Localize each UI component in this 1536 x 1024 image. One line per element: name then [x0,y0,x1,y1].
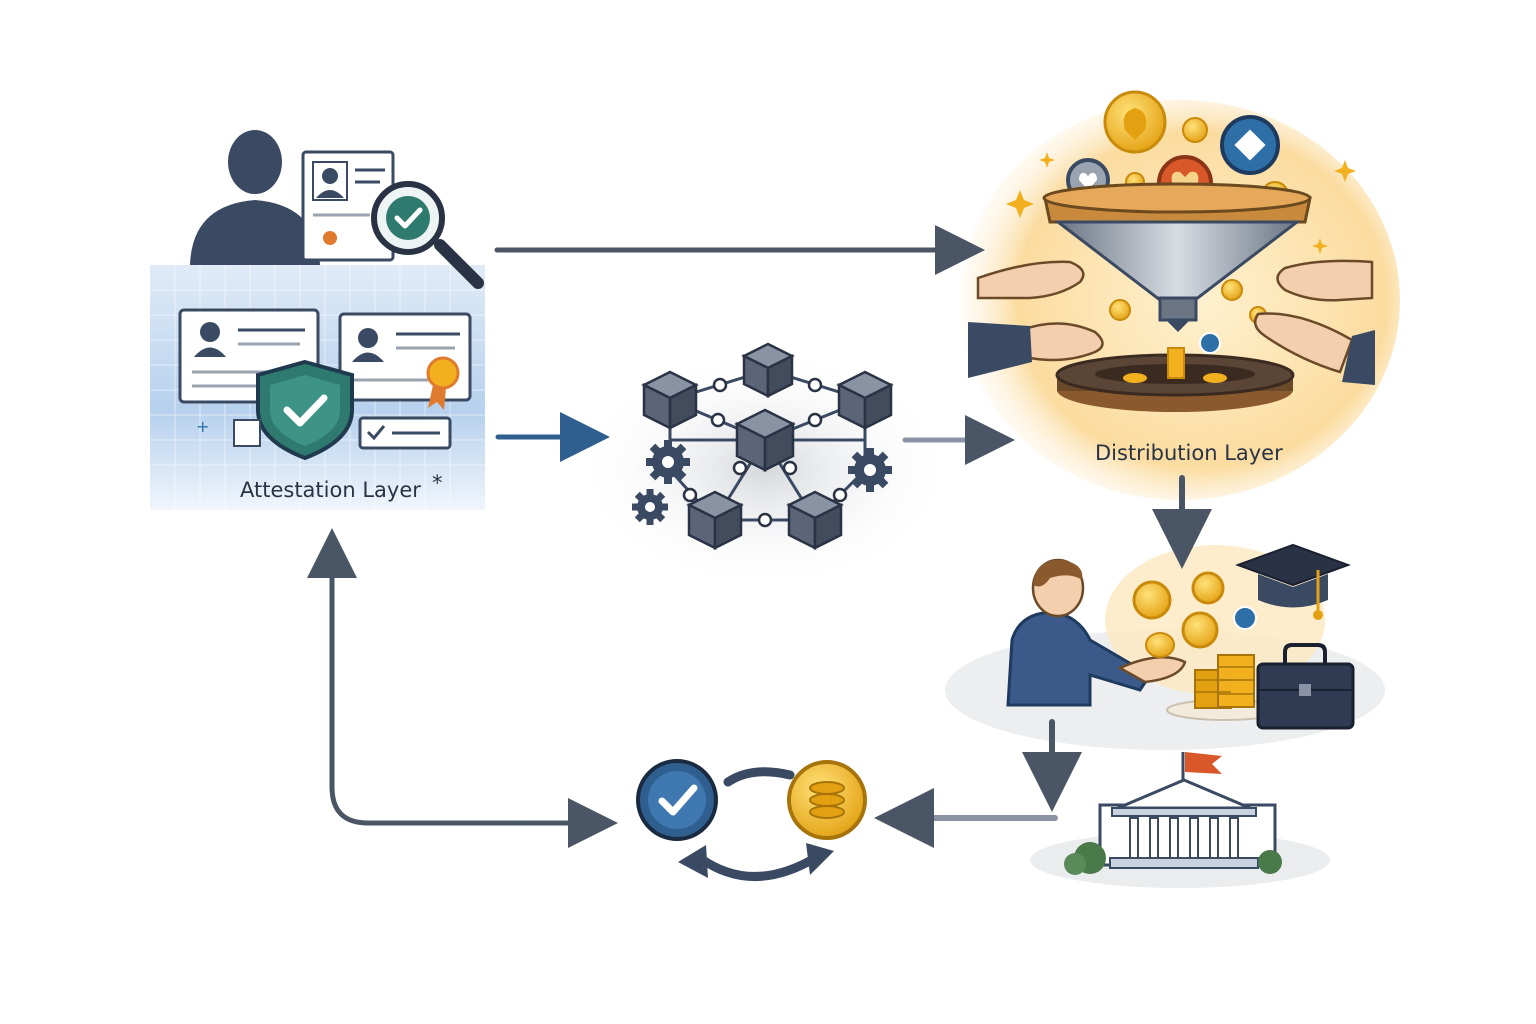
coin-icon [787,760,867,840]
magnifier-check-icon [371,181,484,289]
sparkle-icon [1006,152,1356,254]
sparkle-icon: + [196,417,209,436]
blockchain-network [575,342,955,590]
award-ribbon-icon [426,356,460,410]
funnel-icon [1042,182,1312,332]
person-silhouette-icon [190,130,320,265]
attestation-label: Attestation Layer [240,478,421,502]
small-square-icon [233,419,261,447]
attestation-node: + Attestation Layer * [150,130,485,510]
shield-check-icon [256,359,354,461]
distribution-node: Distribution Layer [960,90,1400,500]
government-building-icon [1030,752,1330,888]
cycle-node [636,759,867,881]
person-icon [1006,558,1187,707]
flow-arrows [307,225,1212,848]
check-badge-icon [636,759,718,841]
cycle-arrows-icon [695,767,820,881]
distribution-label: Distribution Layer [1095,441,1283,465]
sleeve-icon [968,322,1375,385]
attestation-marker: * [432,471,443,495]
briefcase-icon [1256,643,1355,730]
coin-icon [1132,571,1257,658]
coin-stack-icon [1166,654,1284,721]
gear-icon [632,489,668,525]
blockchain-cubes-icon [641,342,894,551]
hands-icon [976,259,1374,374]
graduation-cap-icon [1235,543,1351,620]
check-bar-icon [358,416,452,450]
platform-icon [1055,347,1295,412]
id-document-icon [301,150,395,262]
arrow-cycle-to-attestation [307,528,593,826]
gear-icon [646,440,690,484]
gear-icon [848,448,892,492]
recipient-scene [945,543,1385,750]
